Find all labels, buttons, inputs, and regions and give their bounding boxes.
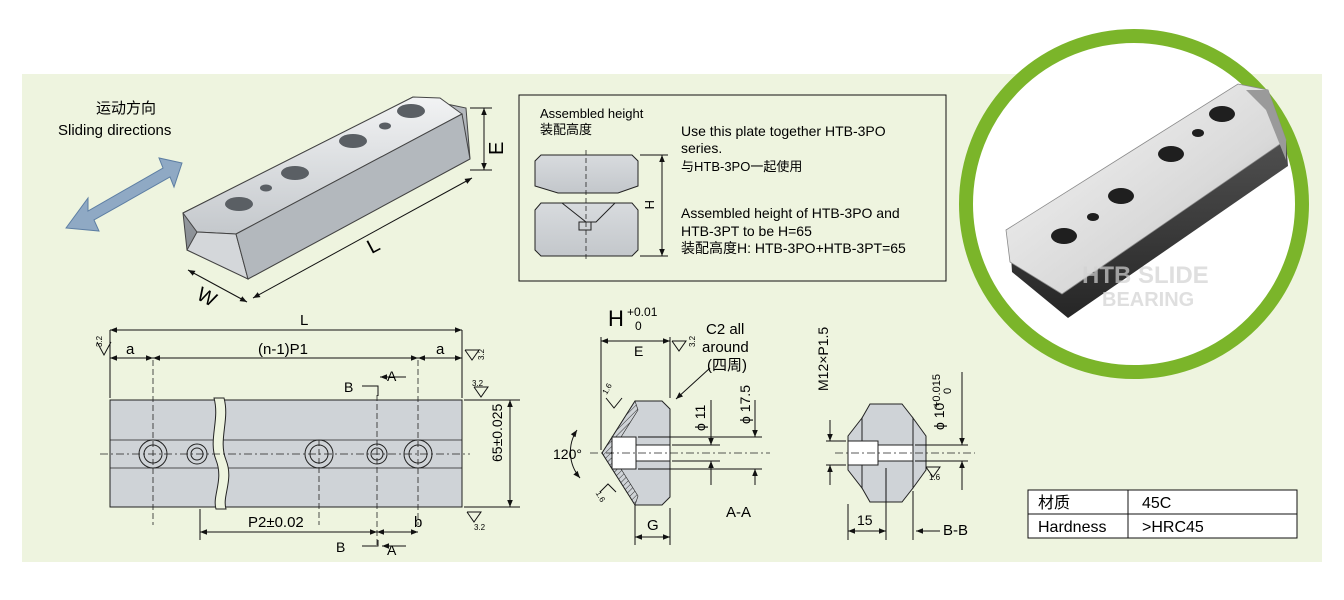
section-bb-drawing xyxy=(835,403,975,503)
sliding-direction-arrow xyxy=(65,157,183,232)
assembly-note2-line1: Assembled height of HTB-3PO and xyxy=(681,205,900,221)
plan-dim-height: 65±0.025 xyxy=(489,403,505,462)
plan-dim-pitch: (n-1)P1 xyxy=(258,341,308,358)
sliding-label-en: Sliding directions xyxy=(58,122,171,139)
plan-rough-right: 3.2 xyxy=(477,348,486,360)
photo-watermark-1: HTB SLIDE xyxy=(1082,262,1209,289)
material-table xyxy=(1027,489,1298,539)
section-aa-h-plus: +0.01 xyxy=(627,305,658,319)
section-aa-dia-175: ϕ 17.5 xyxy=(737,385,753,424)
section-aa-dimensions xyxy=(569,337,762,545)
plan-dim-a-right: a xyxy=(436,341,445,358)
section-aa-dim-g: G xyxy=(647,517,659,534)
section-bb-dia-tol-zero: 0 xyxy=(942,388,954,394)
section-aa-label: A-A xyxy=(726,504,751,521)
section-bb-thread: M12×P1.5 xyxy=(815,327,831,391)
iso-dim-e: E xyxy=(486,142,508,155)
plan-rough-side: 3.2 xyxy=(472,379,484,388)
plan-sec-b-top: B xyxy=(344,379,353,395)
assembly-title-cn: 装配高度 xyxy=(540,122,592,137)
assembly-note2-line3: 装配高度H: HTB-3PO+HTB-3PT=65 xyxy=(681,240,906,256)
assembly-note1-line2: series. xyxy=(681,140,722,156)
assembly-box xyxy=(518,94,947,282)
roughness-symbols xyxy=(96,341,489,523)
section-aa-rough-top: 3.2 xyxy=(688,335,697,347)
section-aa-dia-11: ϕ 11 xyxy=(692,405,708,431)
assembly-note1-line1: Use this plate together HTB-3PO xyxy=(681,123,886,139)
plan-dim-a-left: a xyxy=(126,341,135,358)
material-value-0: 45C xyxy=(1142,495,1171,512)
section-bb-rough: 1.6 xyxy=(929,473,941,482)
product-photo xyxy=(959,29,1309,379)
section-bb-dia-main: ϕ 10 xyxy=(931,402,947,430)
plan-view-dimensions xyxy=(109,327,520,549)
section-aa-dim-e: E xyxy=(634,343,643,359)
plan-dim-l: L xyxy=(300,312,308,329)
iso-dimension-lines xyxy=(187,107,492,303)
section-aa-chamfer-2: around xyxy=(702,339,749,356)
sliding-label-cn: 运动方向 xyxy=(96,100,156,117)
assembly-note2-line2: HTB-3PT to be H=65 xyxy=(681,223,812,239)
section-aa-h-main: H xyxy=(608,306,624,331)
plan-sec-a-top: A xyxy=(387,368,397,384)
assembly-h-label: H xyxy=(642,200,657,209)
plan-rough-left: 3.2 xyxy=(95,335,104,347)
section-aa-h-zero: 0 xyxy=(635,319,642,333)
section-bb-label: B-B xyxy=(943,522,968,539)
assembly-figure xyxy=(534,150,668,260)
material-key-1: Hardness xyxy=(1038,519,1106,536)
plan-sec-b-bot: B xyxy=(336,539,345,555)
plan-sec-a-bot: A xyxy=(387,542,397,558)
section-aa-angle: 120° xyxy=(553,446,582,462)
plan-dim-b: b xyxy=(414,514,422,531)
photo-watermark-2: BEARING xyxy=(1102,289,1194,311)
section-bb-dimensions xyxy=(826,372,968,540)
plan-dim-p2: P2±0.02 xyxy=(248,514,304,531)
material-value-1: >HRC45 xyxy=(1142,519,1204,536)
section-bb-dim-15: 15 xyxy=(857,512,873,528)
assembly-title-en: Assembled height xyxy=(540,106,644,121)
plan-rough-bottom: 3.2 xyxy=(474,523,486,532)
plan-view-plate xyxy=(100,360,470,545)
material-key-0: 材质 xyxy=(1038,494,1070,512)
section-aa-chamfer-3: (四周) xyxy=(707,357,747,374)
section-bb-dia-tol-plus: +0.015 xyxy=(931,374,943,408)
section-aa-chamfer-1: C2 all xyxy=(706,321,744,338)
assembly-note1-line3: 与HTB-3PO一起使用 xyxy=(681,159,802,174)
